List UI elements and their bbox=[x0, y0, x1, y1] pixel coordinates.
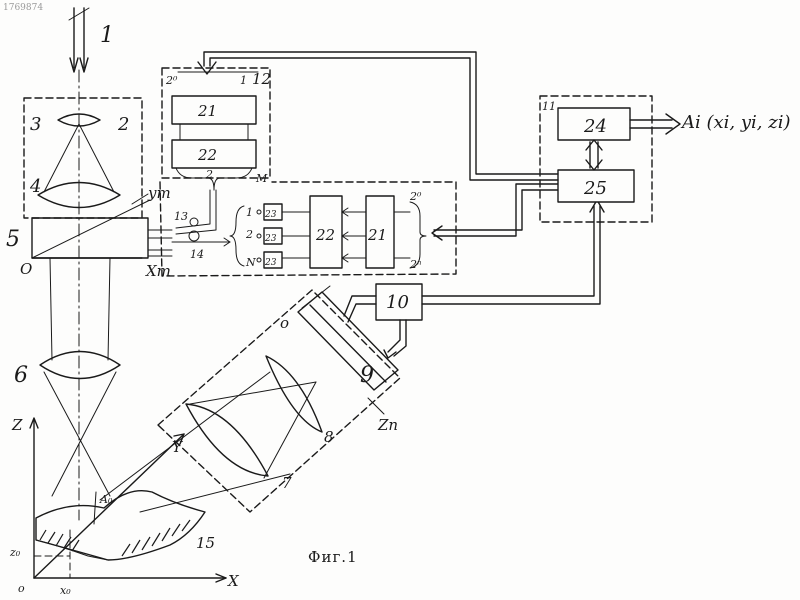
axis-ym-label: ym bbox=[147, 184, 171, 202]
channel-2-label: 2 bbox=[245, 228, 253, 241]
label-23-c: 23 bbox=[264, 258, 277, 268]
axis-z-label: Z bbox=[11, 416, 23, 434]
label-9: 9 bbox=[360, 363, 374, 388]
label-7: 7 bbox=[282, 474, 292, 492]
lens-8 bbox=[266, 356, 322, 432]
label-14: 14 bbox=[190, 248, 204, 261]
origin-o-sensor: o bbox=[280, 314, 289, 332]
label-21-upper: 21 bbox=[197, 102, 217, 120]
channel-n-label: N bbox=[245, 256, 256, 269]
label-6: 6 bbox=[14, 363, 28, 388]
coord-z0: z₀ bbox=[9, 546, 21, 559]
label-5: 5 bbox=[6, 227, 20, 252]
label-p20a: 2⁰ bbox=[165, 74, 178, 87]
coord-x0: x₀ bbox=[60, 584, 71, 597]
label-p20b: 2⁰ bbox=[409, 190, 422, 203]
axis-origin-o: O bbox=[20, 260, 32, 278]
axis-zn-label: Zn bbox=[377, 416, 398, 434]
incoming-beam bbox=[69, 8, 89, 72]
channel-1-label: 1 bbox=[246, 206, 253, 219]
label-pm: M bbox=[255, 172, 268, 185]
label-p21a: 1 bbox=[240, 74, 247, 87]
label-8: 8 bbox=[324, 428, 334, 446]
object-surface-15 bbox=[36, 491, 205, 560]
label-12: 12 bbox=[252, 70, 271, 88]
oblique-channel bbox=[100, 286, 400, 512]
lens-7 bbox=[186, 404, 268, 476]
label-21-lower: 21 bbox=[367, 226, 387, 244]
axis-x-label: X bbox=[227, 572, 240, 590]
label-10: 10 bbox=[386, 292, 409, 313]
label-23-b: 23 bbox=[264, 234, 277, 244]
label-23-a: 23 bbox=[264, 210, 277, 220]
label-4: 4 bbox=[29, 176, 41, 197]
label-22-lower: 22 bbox=[315, 226, 335, 244]
label-22-upper: 22 bbox=[197, 146, 217, 164]
output-coordinates: Ai (xi, yi, zi) bbox=[680, 112, 790, 133]
computer-block-11 bbox=[540, 96, 680, 222]
label-1: 1 bbox=[100, 23, 114, 48]
label-p2a: 2 bbox=[205, 168, 213, 181]
label-2: 2 bbox=[117, 114, 129, 135]
label-13: 13 bbox=[174, 210, 188, 223]
label-3: 3 bbox=[30, 114, 41, 135]
axis-xm-label: Xm bbox=[145, 262, 171, 280]
label-11: 11 bbox=[542, 100, 556, 113]
label-25: 25 bbox=[583, 178, 607, 199]
label-15: 15 bbox=[196, 534, 215, 552]
label-p2n: 2ⁿ bbox=[409, 258, 421, 271]
label-24: 24 bbox=[583, 116, 607, 137]
figure-caption: Фиг.1 bbox=[308, 548, 358, 566]
origin-o-bottom: o bbox=[18, 582, 25, 595]
document-id: 1769874 bbox=[3, 3, 43, 13]
